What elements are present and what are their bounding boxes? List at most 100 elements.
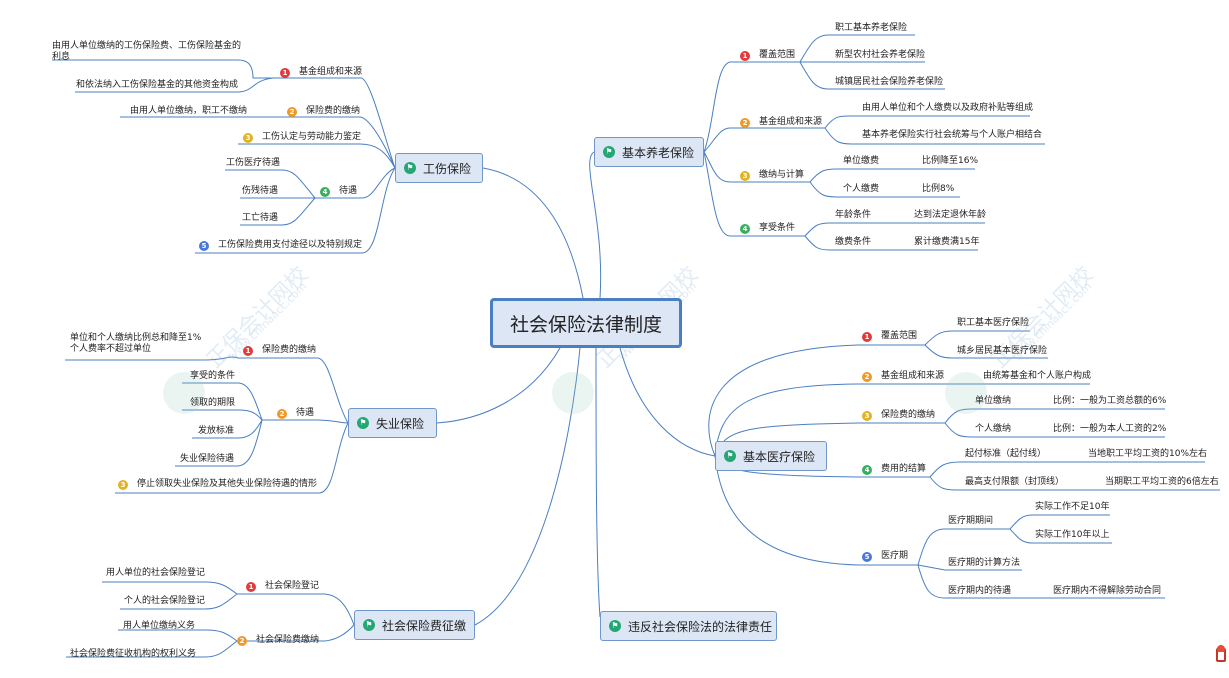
flag-icon: ⚑ [724,450,736,462]
node-yq-4b1[interactable]: 当期职工平均工资的6倍左右 [1105,477,1219,487]
node-yq-3a1[interactable]: 比例：一般为工资总额的6% [1053,396,1167,406]
node-label: 保险费的缴纳 [881,410,936,420]
node-yl-4a[interactable]: 年龄条件 [835,210,872,220]
root-topic[interactable]: 社会保险法律制度 [490,298,682,348]
node-yq-1[interactable]: 1 覆盖范围 [862,331,917,342]
node-gs-4b[interactable]: 伤残待遇 [242,186,279,196]
node-label: 基金组成和来源 [759,117,823,127]
node-yl-3b[interactable]: 个人缴费 [843,184,880,194]
node-yl-4b1[interactable]: 累计缴费满15年 [914,237,980,247]
branch-label: 基本养老保险 [622,145,695,160]
node-yq-5[interactable]: 5 医疗期 [862,551,908,562]
branch-gongshang[interactable]: ⚑工伤保险 [395,153,483,183]
node-label: 社会保险费缴纳 [256,635,320,645]
node-gs-1a[interactable]: 由用人单位缴纳的工伤保险费、工伤保险基金的利息 [52,41,242,62]
node-sy-2b[interactable]: 领取的期限 [190,398,236,408]
branch-label: 工伤保险 [423,161,472,176]
branch-yiliao[interactable]: ⚑基本医疗保险 [715,441,827,471]
node-yl-1a[interactable]: 职工基本养老保险 [835,23,908,33]
number-2-icon: 2 [740,118,750,128]
branch-label: 失业保险 [376,416,425,431]
branch-label: 社会保险费征缴 [382,618,467,633]
number-1-icon: 1 [862,332,872,342]
node-yl-4a1[interactable]: 达到法定退休年龄 [914,210,987,220]
node-label: 基金组成和来源 [881,371,945,381]
node-label: 费用的结算 [881,464,927,474]
branch-yanglao[interactable]: ⚑基本养老保险 [594,137,704,167]
node-yq-2[interactable]: 2 基金组成和来源 [862,371,944,382]
node-sy-3[interactable]: 3 停止领取失业保险及其他失业保险待遇的情形 [118,479,317,490]
flag-icon: ⚑ [609,620,621,632]
node-zj-1b[interactable]: 个人的社会保险登记 [124,596,206,606]
node-yl-1c[interactable]: 城镇居民社会保险养老保险 [835,77,944,87]
node-yq-5a1[interactable]: 实际工作不足10年 [1035,502,1110,512]
number-2-icon: 2 [862,372,872,382]
node-zj-2a[interactable]: 用人单位缴纳义务 [123,621,196,631]
node-yq-5c[interactable]: 医疗期内的待遇 [948,586,1012,596]
branch-zhengjiao[interactable]: ⚑社会保险费征缴 [354,610,475,640]
node-label: 享受条件 [759,223,796,233]
branch-shiye[interactable]: ⚑失业保险 [348,408,437,438]
node-yq-4[interactable]: 4 费用的结算 [862,464,926,475]
node-yl-4b[interactable]: 缴费条件 [835,237,872,247]
node-label: 工伤保险费用支付途径以及特别规定 [218,240,363,250]
number-3-icon: 3 [118,480,128,490]
node-yl-2[interactable]: 2 基金组成和来源 [740,117,822,128]
node-yq-3b1[interactable]: 比例：一般为本人工资的2% [1053,424,1167,434]
node-yl-2b[interactable]: 基本养老保险实行社会统筹与个人账户相结合 [862,130,1043,140]
node-yq-5a2[interactable]: 实际工作10年以上 [1035,530,1110,540]
node-yq-3a[interactable]: 单位缴纳 [975,396,1012,406]
node-gs-1b[interactable]: 和依法纳入工伤保险基金的其他资金构成 [76,80,239,90]
node-yl-1b[interactable]: 新型农村社会养老保险 [835,50,926,60]
node-sy-1a[interactable]: 单位和个人缴纳比例总和降至1% 个人费率不超过单位 [70,333,202,354]
node-yl-3a1[interactable]: 比例降至16% [922,156,979,166]
node-label: 覆盖范围 [881,331,918,341]
node-gs-4c[interactable]: 工亡待遇 [242,213,279,223]
number-3-icon: 3 [740,171,750,181]
node-sy-2a[interactable]: 享受的条件 [190,371,236,381]
node-yl-3b1[interactable]: 比例8% [922,184,955,194]
node-label: 停止领取失业保险及其他失业保险待遇的情形 [137,479,318,489]
node-yq-5a[interactable]: 医疗期期间 [948,516,994,526]
node-zj-1a[interactable]: 用人单位的社会保险登记 [106,568,206,578]
node-yq-2a[interactable]: 由统筹基金和个人账户构成 [983,371,1092,381]
node-yl-2a[interactable]: 由用人单位和个人缴费以及政府补贴等组成 [862,103,1034,113]
node-yq-4a[interactable]: 起付标准（起付线） [965,449,1047,459]
number-4-icon: 4 [862,465,872,475]
node-label: 医疗期 [881,551,909,561]
number-5-icon: 5 [862,552,872,562]
node-yl-3a[interactable]: 单位缴费 [843,156,880,166]
node-sy-2c[interactable]: 发放标准 [198,426,235,436]
number-1-icon: 1 [280,68,290,78]
node-gs-3[interactable]: 3 工伤认定与劳动能力鉴定 [243,132,361,143]
node-label: 社会保险登记 [265,581,320,591]
branch-weifan[interactable]: ⚑违反社会保险法的法律责任 [600,611,777,641]
node-sy-2d[interactable]: 失业保险待遇 [180,454,235,464]
node-yq-3b[interactable]: 个人缴纳 [975,424,1012,434]
node-yq-4a1[interactable]: 当地职工平均工资的10%左右 [1088,449,1208,459]
node-zj-2b[interactable]: 社会保险费征收机构的权利义务 [70,649,197,659]
node-yq-4b[interactable]: 最高支付限额（封顶线） [965,477,1065,487]
node-label: 工伤认定与劳动能力鉴定 [262,132,362,142]
node-yq-5b[interactable]: 医疗期的计算方法 [948,558,1021,568]
node-yq-1b[interactable]: 城乡居民基本医疗保险 [957,346,1048,356]
node-gs-4a[interactable]: 工伤医疗待遇 [226,158,281,168]
node-gs-2a[interactable]: 由用人单位缴纳，职工不缴纳 [130,106,248,116]
node-yq-1a[interactable]: 职工基本医疗保险 [957,318,1030,328]
number-3-icon: 3 [243,133,253,143]
node-yq-5c1[interactable]: 医疗期内不得解除劳动合同 [1053,586,1162,596]
node-label: 覆盖范围 [759,50,796,60]
